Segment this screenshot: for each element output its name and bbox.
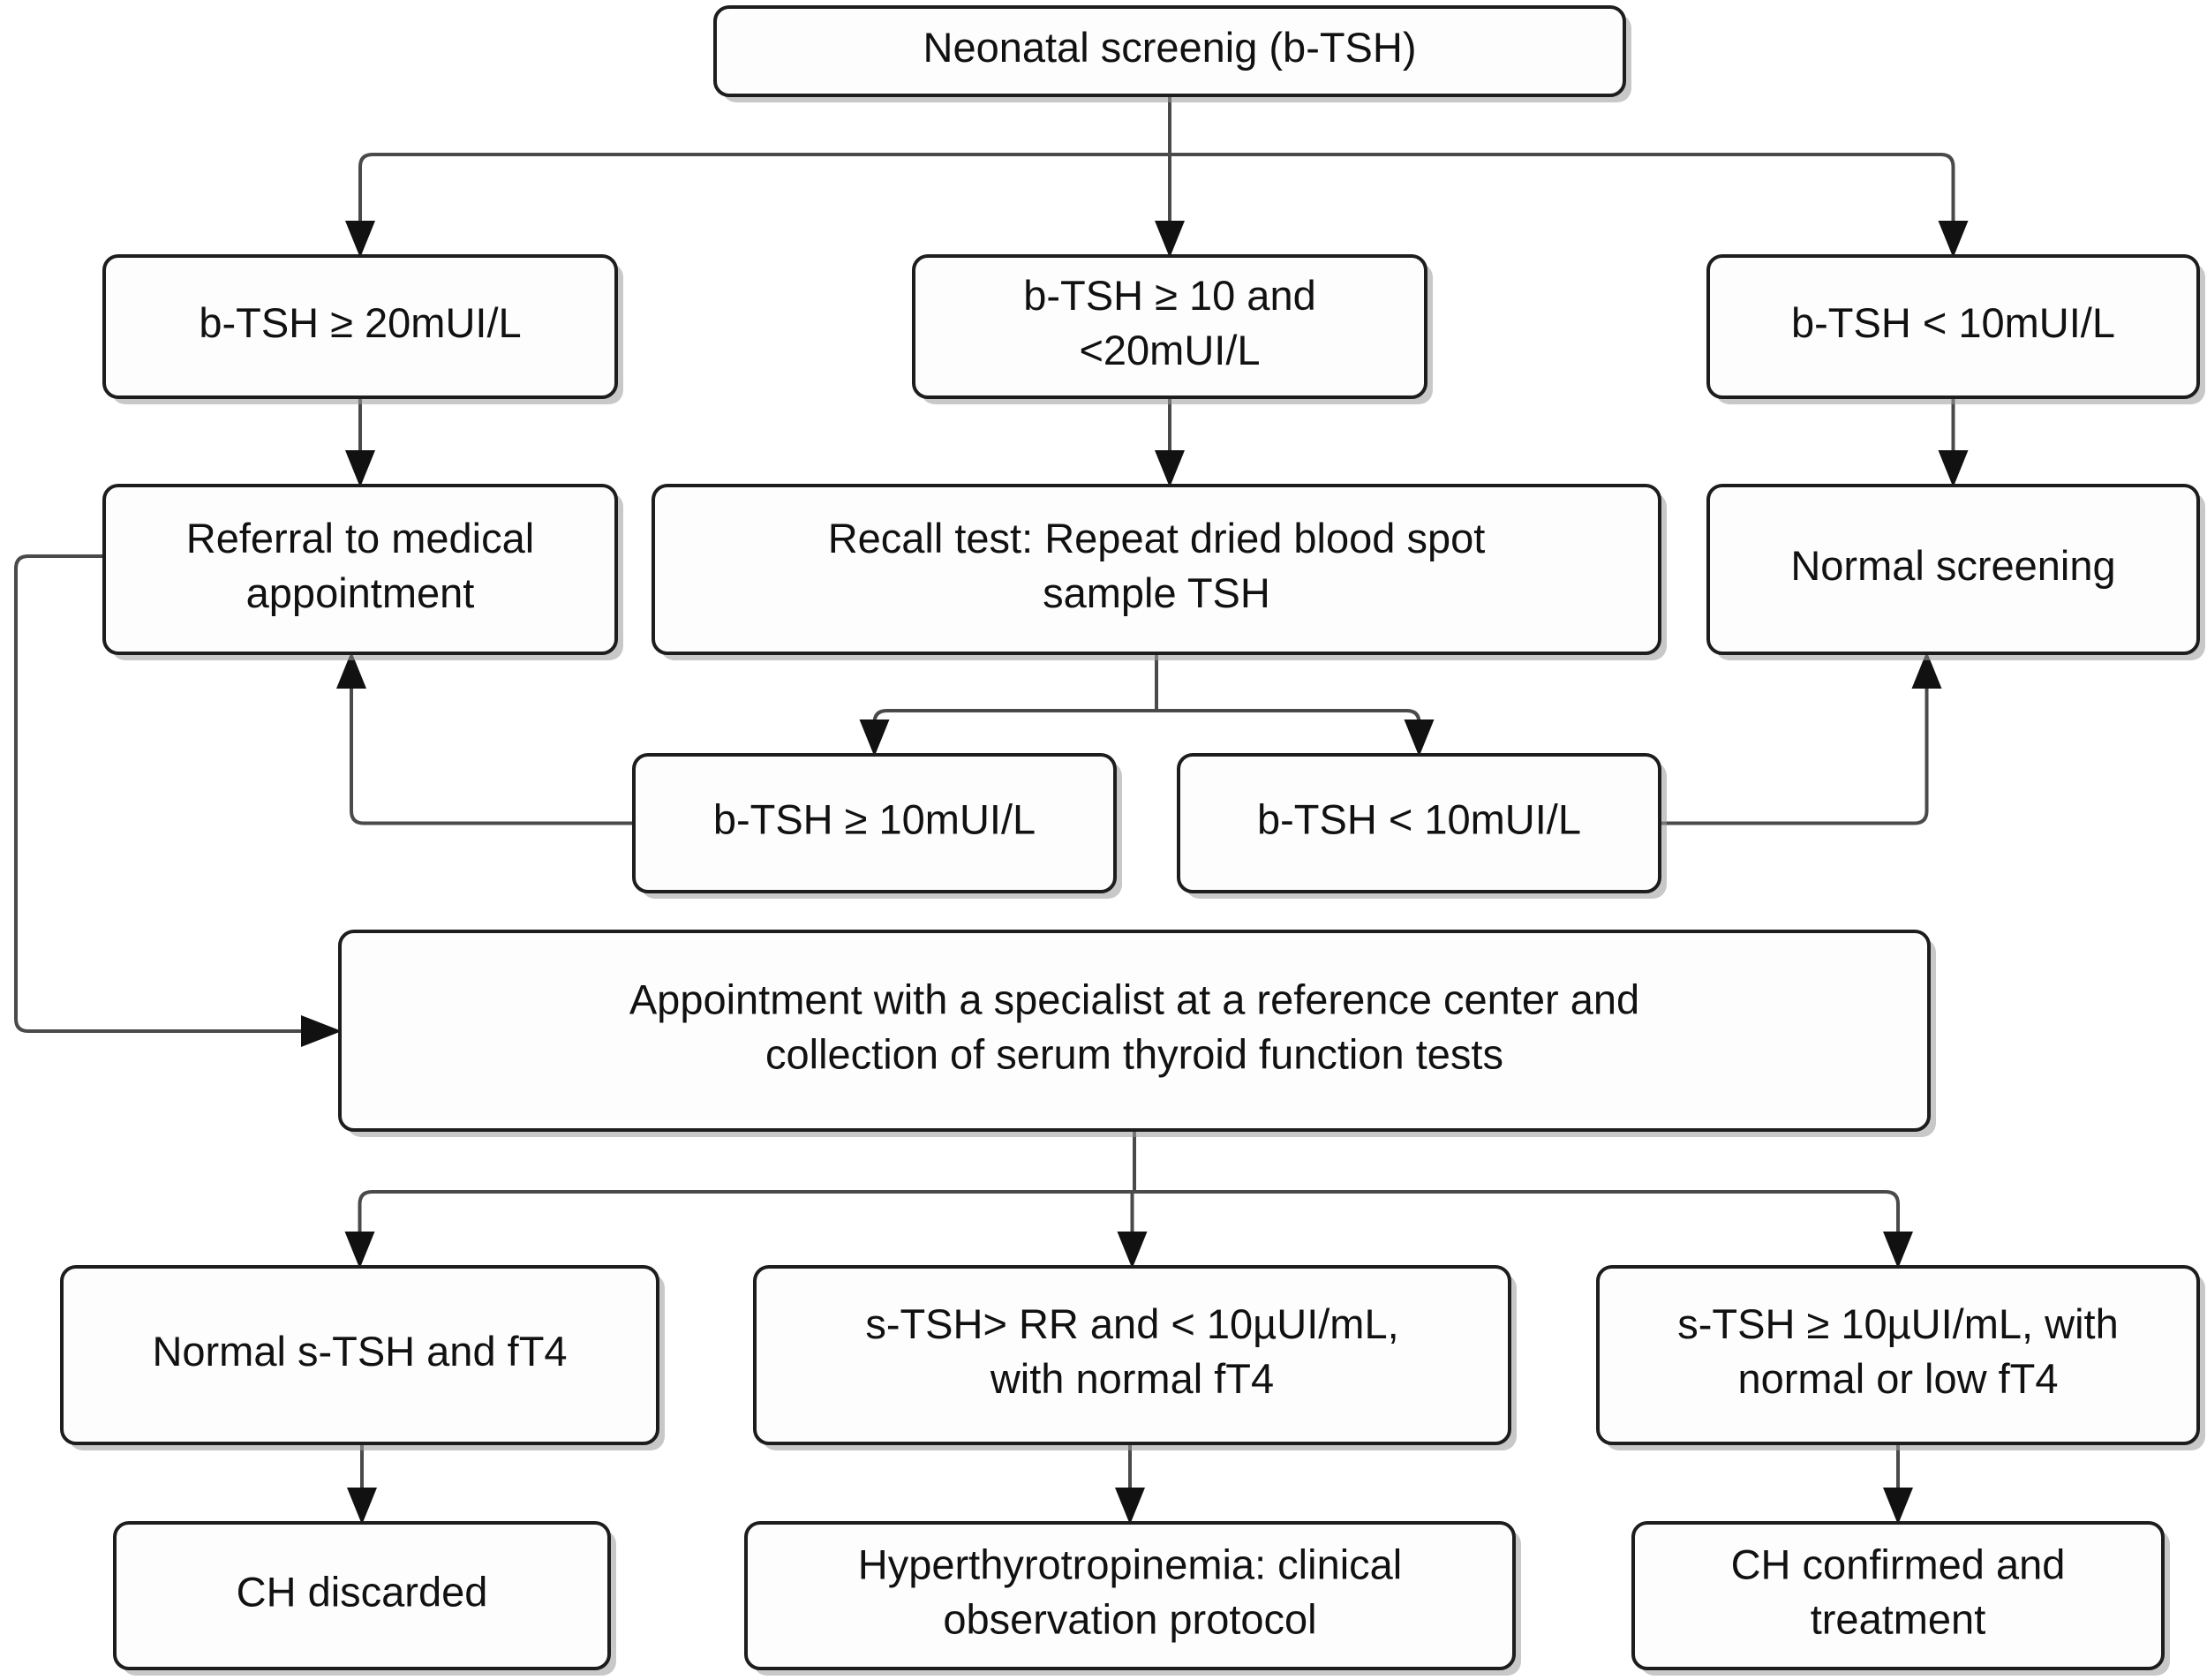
neonatal-screening-box[interactable] [713,5,1626,97]
neonatal-screening-label-line-1: Neonatal screenig (b-TSH) [923,24,1417,71]
edge-10-20-to-recall [1155,397,1185,487]
ch-discarded-label: CH discarded [237,1569,488,1616]
nodes-layer: Neonatal screenig (b-TSH) b-TSH ≥ 20mUI/L… [60,5,2205,1676]
edge-referral-to-specialist [14,554,342,1047]
node-recall-b-tsh-lt-10[interactable]: b-TSH < 10mUI/L [1177,753,1667,899]
node-ch-confirmed-and-treatment[interactable]: CH confirmed and treatment [1631,1521,2170,1676]
b-tsh-ge-20-box[interactable] [102,254,618,399]
referral-to-medical-appointment-label-line-2: appointment [246,569,475,616]
recall-b-tsh-lt-10-label-line-1: b-TSH < 10mUI/L [1257,796,1581,843]
ch-discarded-label-line-1: CH discarded [237,1569,488,1616]
recall-b-tsh-lt-10-label: b-TSH < 10mUI/L [1257,796,1581,843]
referral-to-medical-appointment-label: Referral to medical appointment [186,515,534,616]
specialist-appointment-box[interactable] [338,930,1931,1132]
b-tsh-ge-20-label-line-1: b-TSH ≥ 20mUI/L [199,299,521,346]
b-tsh-10-to-20-label-line-1: b-TSH ≥ 10 and [1023,272,1315,319]
recall-test-box[interactable] [652,484,1661,655]
s-tsh-ge-10-label-line-1: s-TSH ≥ 10µUI/mL, with [1677,1300,2118,1347]
normal-s-tsh-and-ft4-label-line-1: Normal s-TSH and fT4 [152,1328,567,1375]
s-tsh-above-rr-below-10-label: s-TSH> RR and < 10µUI/mL, with normal fT4 [865,1300,1398,1402]
edge-recall-to-lt10 [1156,709,1435,757]
edge-start-to-ge20 [345,153,1170,258]
edge-ge20-to-referral [345,397,375,487]
node-hyperthyrotropinemia-protocol[interactable]: Hyperthyrotropinemia: clinical observatio… [744,1521,1521,1676]
hyperthyrotropinemia-protocol-label-line-2: observation protocol [943,1596,1316,1643]
edge-specialist-to-stsh-rr [1117,1192,1148,1269]
edge-stsh-ge10-to-ch-confirmed [1883,1443,1913,1525]
node-b-tsh-10-to-20[interactable]: b-TSH ≥ 10 and <20mUI/L [912,254,1433,404]
node-recall-b-tsh-ge-10[interactable]: b-TSH ≥ 10mUI/L [632,753,1122,899]
ch-confirmed-and-treatment-label-line-2: treatment [1811,1596,1986,1643]
b-tsh-10-to-20-label-line-2: <20mUI/L [1079,327,1260,373]
edge-recall-ge10-to-referral [336,652,634,825]
b-tsh-lt-10-label: b-TSH < 10mUI/L [1791,299,2115,346]
referral-to-medical-appointment-box[interactable] [102,484,618,655]
s-tsh-above-rr-below-10-label-line-2: with normal fT4 [990,1355,1274,1402]
node-b-tsh-ge-20[interactable]: b-TSH ≥ 20mUI/L [102,254,623,404]
b-tsh-lt-10-box[interactable] [1706,254,2200,399]
hyperthyrotropinemia-protocol-box[interactable] [744,1521,1516,1670]
node-neonatal-screening[interactable]: Neonatal screenig (b-TSH) [713,5,1631,102]
b-tsh-10-to-20-box[interactable] [912,254,1427,399]
recall-test-label: Recall test: Repeat dried blood spot samp… [828,515,1486,616]
edge-lt10-to-normal-screening [1938,397,1969,487]
node-s-tsh-above-rr-below-10[interactable]: s-TSH> RR and < 10µUI/mL, with normal fT4 [753,1265,1517,1450]
ch-discarded-box[interactable] [113,1521,611,1670]
recall-b-tsh-lt-10-box[interactable] [1177,753,1661,893]
s-tsh-above-rr-below-10-label-line-1: s-TSH> RR and < 10µUI/mL, [865,1300,1398,1347]
normal-screening-box[interactable] [1706,484,2200,655]
recall-b-tsh-ge-10-label: b-TSH ≥ 10mUI/L [713,796,1036,843]
ch-confirmed-and-treatment-box[interactable] [1631,1521,2165,1670]
recall-test-label-line-2: sample TSH [1043,569,1270,616]
edge-normal-stsh-to-ch-discarded [347,1443,377,1525]
normal-screening-label-line-1: Normal screening [1790,542,2115,589]
edge-specialist-to-normal-stsh [344,1190,1134,1269]
hyperthyrotropinemia-protocol-label: Hyperthyrotropinemia: clinical observatio… [858,1541,1402,1643]
edge-recall-lt10-to-normal-screening [1660,652,1942,825]
s-tsh-above-rr-below-10-box[interactable] [753,1265,1511,1445]
node-normal-s-tsh-and-ft4[interactable]: Normal s-TSH and fT4 [60,1265,665,1450]
recall-b-tsh-ge-10-label-line-1: b-TSH ≥ 10mUI/L [713,796,1036,843]
b-tsh-ge-20-label: b-TSH ≥ 20mUI/L [199,299,521,346]
ch-confirmed-and-treatment-label-line-1: CH confirmed and [1731,1541,2066,1588]
edge-specialist-to-stsh-ge10 [1134,1190,1913,1269]
s-tsh-ge-10-label: s-TSH ≥ 10µUI/mL, with normal or low fT4 [1677,1300,2118,1402]
node-specialist-appointment[interactable]: Appointment with a specialist at a refer… [338,930,1936,1137]
s-tsh-ge-10-box[interactable] [1596,1265,2200,1445]
recall-b-tsh-ge-10-box[interactable] [632,753,1117,893]
node-ch-discarded[interactable]: CH discarded [113,1521,616,1676]
normal-s-tsh-and-ft4-box[interactable] [60,1265,659,1445]
normal-s-tsh-and-ft4-label: Normal s-TSH and fT4 [152,1328,567,1375]
specialist-appointment-label-line-1: Appointment with a specialist at a refer… [629,976,1639,1023]
edge-start-to-lt10 [1170,153,1969,258]
b-tsh-10-to-20-label: b-TSH ≥ 10 and <20mUI/L [1023,272,1315,373]
specialist-appointment-label: Appointment with a specialist at a refer… [629,976,1639,1078]
node-normal-screening[interactable]: Normal screening [1706,484,2205,660]
referral-to-medical-appointment-label-line-1: Referral to medical [186,515,534,561]
edge-stsh-rr-to-hyper [1115,1443,1145,1525]
recall-test-label-line-1: Recall test: Repeat dried blood spot [828,515,1486,561]
node-b-tsh-lt-10[interactable]: b-TSH < 10mUI/L [1706,254,2205,404]
specialist-appointment-label-line-2: collection of serum thyroid function tes… [765,1031,1503,1078]
node-recall-test[interactable]: Recall test: Repeat dried blood spot samp… [652,484,1667,660]
ch-confirmed-and-treatment-label: CH confirmed and treatment [1731,1541,2066,1643]
node-s-tsh-ge-10[interactable]: s-TSH ≥ 10µUI/mL, with normal or low fT4 [1596,1265,2205,1450]
node-referral-to-medical-appointment[interactable]: Referral to medical appointment [102,484,623,660]
edge-recall-to-ge10 [859,709,1156,757]
neonatal-screening-label: Neonatal screenig (b-TSH) [923,24,1417,71]
hyperthyrotropinemia-protocol-label-line-1: Hyperthyrotropinemia: clinical [858,1541,1402,1588]
edges-layer [14,95,1969,1525]
s-tsh-ge-10-label-line-2: normal or low fT4 [1737,1355,2058,1402]
b-tsh-lt-10-label-line-1: b-TSH < 10mUI/L [1791,299,2115,346]
normal-screening-label: Normal screening [1790,542,2115,589]
